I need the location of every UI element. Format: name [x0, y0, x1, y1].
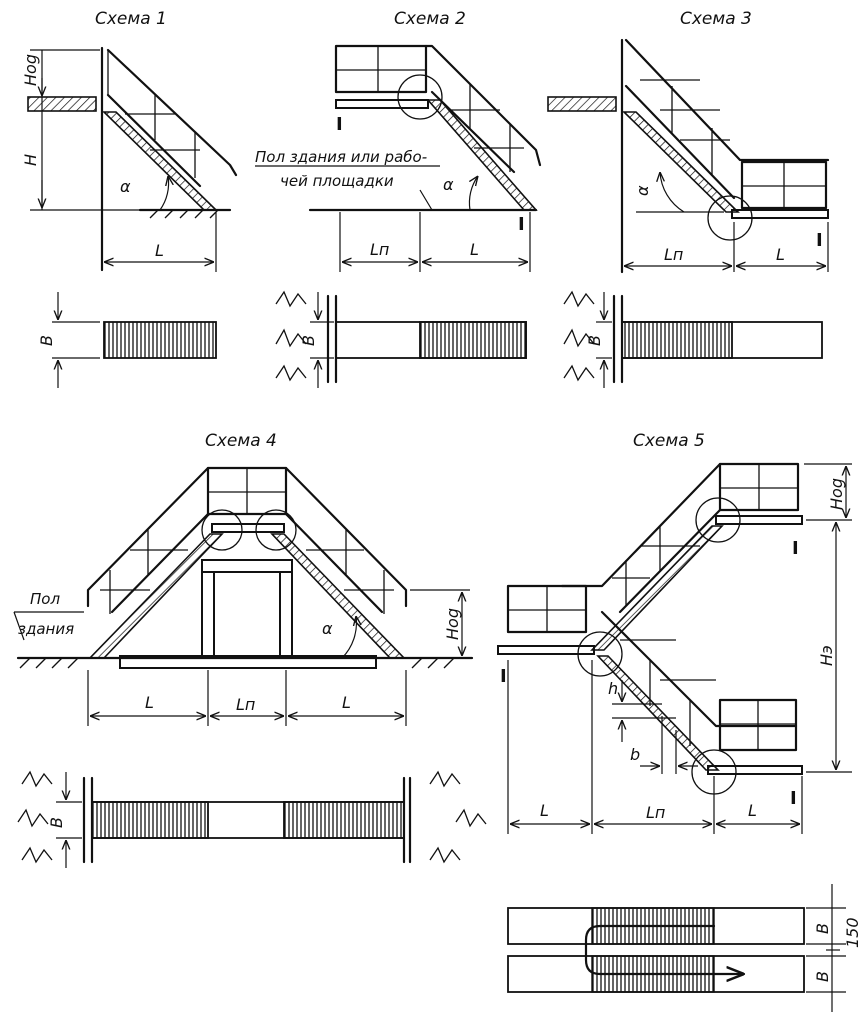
scheme-4-plan-left-flight	[91, 801, 209, 839]
scheme-4-hog-label: Нog	[443, 608, 462, 640]
svg-text:I: I	[790, 788, 797, 809]
scheme-5-b-step-label: b	[630, 745, 640, 764]
scheme-3-stringer	[622, 111, 740, 213]
scheme-4-left-stringer	[88, 533, 224, 659]
scheme-5-l-right-label: L	[748, 801, 757, 820]
svg-text:I: I	[336, 114, 343, 135]
scheme-5-top-platform	[715, 515, 803, 525]
scheme-5-b-upper-label: B	[813, 923, 832, 934]
scheme-4-ln-label: Lп	[236, 695, 255, 714]
scheme-4-l-left-label: L	[145, 693, 154, 712]
scheme-4: Схема 4	[13, 431, 487, 868]
scheme-1-alpha: α	[120, 177, 131, 196]
scheme-4-title: Схема 4	[205, 431, 277, 451]
scheme-1-l-label: L	[155, 241, 164, 260]
scheme-5-l-left-label: L	[540, 801, 549, 820]
scheme-2-plan-flight	[419, 321, 527, 359]
scheme-4-right-stringer	[270, 533, 406, 659]
scheme-1-landing-slab	[27, 96, 97, 112]
scheme-2-b-label: B	[299, 335, 318, 346]
scheme-1-b-label: B	[37, 335, 56, 346]
scheme-4-right-handrail	[284, 466, 408, 608]
scheme-1-handrail	[106, 48, 238, 177]
svg-text:I: I	[500, 666, 507, 687]
scheme-5-h-label: h	[608, 679, 618, 698]
scheme-3-landing-slab	[547, 96, 617, 112]
scheme-2-floor-note-1: Пол здания или рабо-	[255, 148, 427, 166]
scheme-4-base-beam	[119, 655, 377, 669]
scheme-4-l-right-label: L	[342, 693, 351, 712]
svg-text:I: I	[518, 214, 525, 235]
scheme-2-title: Схема 2	[394, 9, 466, 29]
scheme-5-title: Схема 5	[633, 431, 705, 451]
scheme-2: Схема 2 I I Пол здания или рабо- чей пло…	[255, 9, 542, 388]
scheme-2-platform-railing	[334, 44, 428, 94]
scheme-2-platform	[335, 99, 429, 109]
scheme-5-b-lower-label: B	[813, 971, 832, 982]
scheme-5-lower-handrail	[600, 610, 798, 728]
scheme-3-title: Схема 3	[680, 9, 752, 29]
scheme-3-joint-detail	[707, 195, 753, 241]
scheme-3-ln-label: Lп	[664, 245, 683, 264]
scheme-1: Схема 1 α Нog H L	[21, 9, 238, 388]
scheme-5-hog-label: Нog	[827, 478, 846, 510]
scheme-3: Схема 3 I α Lп L	[547, 9, 830, 388]
scheme-1-hog-label: Нog	[21, 54, 40, 86]
scheme-4-top-platform	[211, 523, 285, 533]
scheme-2-handrail	[424, 44, 542, 167]
scheme-4-portal-right-post	[279, 571, 293, 659]
scheme-3-plan-flight	[621, 321, 733, 359]
scheme-2-joint-detail	[397, 74, 443, 120]
scheme-1-angle-arc	[159, 176, 169, 211]
svg-text:I: I	[816, 230, 823, 251]
scheme-4-portal-beam	[201, 559, 293, 573]
scheme-5: Схема 5 I I I	[497, 431, 862, 1012]
scheme-3-alpha: α	[633, 185, 652, 196]
scheme-2-l-label: L	[470, 240, 479, 259]
scheme-5-lower-stringer	[596, 655, 720, 771]
scheme-5-bottom-platform	[707, 765, 803, 775]
svg-text:I: I	[792, 538, 799, 559]
scheme-3-b-label: B	[585, 335, 604, 346]
scheme-5-plan-walk-arrow	[584, 924, 746, 974]
scheme-1-title: Схема 1	[95, 9, 167, 29]
scheme-5-he-label: Нэ	[817, 645, 836, 666]
scheme-4-alpha: α	[322, 619, 333, 638]
scheme-1-h-label: H	[21, 154, 40, 166]
scheme-5-upper-stringer	[590, 525, 724, 651]
scheme-4-floor-note-1: Пол	[30, 590, 60, 608]
scheme-4-left-handrail	[86, 466, 210, 608]
scheme-2-ln-label: Lп	[370, 240, 389, 259]
scheme-2-alpha: α	[443, 175, 454, 194]
scheme-1-plan-flight	[103, 321, 217, 359]
scheme-4-portal-left-post	[201, 571, 215, 659]
scheme-5-ln-label: Lп	[646, 803, 665, 822]
scheme-4-b-label: B	[47, 817, 66, 828]
scheme-4-floor-note-2: здания	[18, 620, 74, 638]
scheme-5-mid-platform	[497, 645, 595, 655]
scheme-5-gap-label: 150	[843, 917, 862, 948]
scheme-4-plan-right-flight	[283, 801, 405, 839]
scheme-3-platform	[731, 209, 829, 219]
scheme-2-floor-note-2: чей площадки	[280, 172, 394, 190]
scheme-3-l-label: L	[776, 245, 785, 264]
scheme-1-midrail	[106, 93, 202, 188]
